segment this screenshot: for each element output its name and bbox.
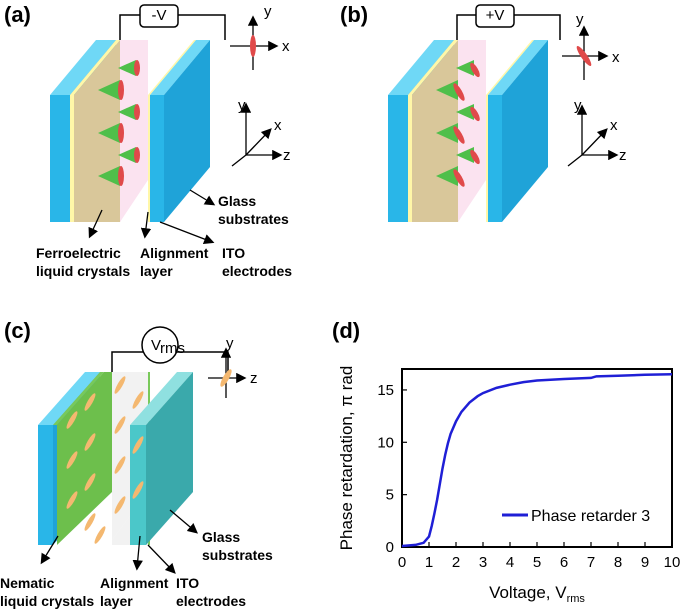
- label-ito-1: ITO: [176, 575, 199, 591]
- x-tick-label: 10: [664, 554, 681, 571]
- axis-label-x2: x: [610, 117, 618, 134]
- axis-label-y: y: [264, 3, 272, 20]
- x-tick-label: 3: [479, 554, 487, 571]
- axis-label-x: x: [612, 49, 620, 66]
- voltage-source-label: +V: [486, 7, 505, 24]
- polarization-indicator: [250, 35, 256, 57]
- axis-label-y2: y: [574, 97, 582, 114]
- series-line: [401, 372, 673, 548]
- legend-label: Phase retarder 3: [531, 508, 650, 525]
- panel-a-cell: -V y x: [36, 3, 292, 279]
- x-tick-label: 1: [425, 554, 433, 571]
- axis-label-z: z: [283, 147, 291, 164]
- axis-label-x: x: [282, 38, 290, 55]
- y-tick-label: 5: [386, 487, 394, 504]
- lc-cones: [98, 60, 140, 186]
- chart-panel-d: 0 1 2 3 4 5 6 7 8 9 10 0 5 10 15 Voltage, Vrms Phase …: [337, 366, 680, 605]
- label-align-1: Alignment: [140, 245, 209, 261]
- polarization-indicator: [576, 46, 592, 66]
- y-tick-label: 15: [377, 382, 394, 399]
- voltage-source-sub: rms: [160, 340, 185, 357]
- y-axis-label: Phase retardation, π rad: [337, 366, 356, 551]
- x-tick-label: 0: [398, 554, 406, 571]
- x-tick-label: 4: [506, 554, 514, 571]
- voltage-source-label: -V: [152, 7, 167, 24]
- y-tick-label: 10: [377, 434, 394, 451]
- label-glass-2: substrates: [202, 547, 273, 563]
- label-ito-2: electrodes: [222, 263, 292, 279]
- panel-b-label: (b): [340, 2, 368, 27]
- y-tick-label: 0: [386, 539, 394, 556]
- axis-label-z: z: [250, 370, 258, 387]
- label-align-1: Alignment: [100, 575, 169, 591]
- x-tick-label: 7: [587, 554, 595, 571]
- voltage-source-box: [139, 4, 179, 28]
- lc-cones: [436, 60, 480, 187]
- label-ito-2: electrodes: [176, 593, 246, 609]
- axis-label-y: y: [576, 11, 584, 28]
- molecule-indicator: [220, 369, 232, 387]
- axis-label-z: z: [619, 147, 627, 164]
- x-tick-label: 8: [614, 554, 622, 571]
- label-glass-1: Glass: [218, 193, 256, 209]
- panel-b-cell: +V y x y x z: [388, 4, 627, 222]
- axis-label-y: y: [226, 335, 234, 352]
- label-ito-1: ITO: [222, 245, 245, 261]
- axis-label-x2: x: [274, 117, 282, 134]
- x-tick-label: 9: [641, 554, 649, 571]
- x-tick-label: 5: [533, 554, 541, 571]
- label-glass-1: Glass: [202, 529, 240, 545]
- legend: Phase retarder 3: [502, 508, 650, 525]
- x-tick-label: 2: [452, 554, 460, 571]
- label-align-2: layer: [140, 263, 173, 279]
- panel-c-cell: V rms y: [0, 326, 273, 609]
- label-align-2: layer: [100, 593, 133, 609]
- voltage-source-label: V: [151, 337, 161, 354]
- voltage-source-circle: [141, 326, 179, 364]
- axis-label-y2: y: [238, 97, 246, 114]
- label-nlc-2: liquid crystals: [0, 593, 94, 609]
- panel-c-label: (c): [4, 318, 31, 343]
- x-tick-label: 6: [560, 554, 568, 571]
- voltage-source-box: [475, 4, 515, 28]
- x-axis-label: Voltage, Vrms: [489, 583, 585, 605]
- panel-a-label: (a): [4, 2, 31, 27]
- label-nlc-1: Nematic: [0, 575, 55, 591]
- nematic-molecules: [66, 376, 144, 544]
- panel-d-label: (d): [332, 318, 360, 343]
- label-glass-2: substrates: [218, 211, 289, 227]
- label-flc-2: liquid crystals: [36, 263, 130, 279]
- label-flc-1: Ferroelectric: [36, 245, 121, 261]
